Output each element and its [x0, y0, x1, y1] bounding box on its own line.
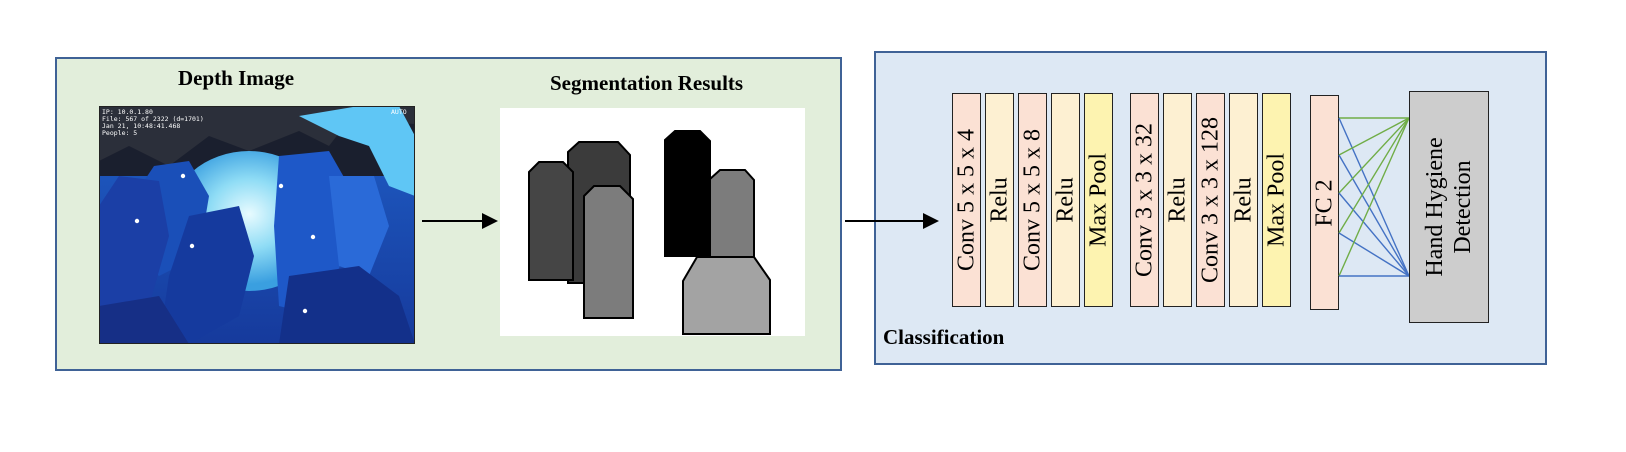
layer-conv: Conv 3 x 3 x 128: [1196, 93, 1225, 307]
layer-label: Conv 5 x 5 x 8: [1019, 128, 1045, 272]
layer-pool: Max Pool: [1084, 93, 1113, 307]
layer-label: Relu: [1164, 177, 1190, 223]
overlay-date: Jan 21, 10:48:41.468: [102, 122, 180, 130]
overlay-file: File: 567 of 2322 (d=1701): [102, 115, 204, 123]
overlay-ip: IP: 10.0.1.80: [102, 108, 153, 116]
layer-relu: Relu: [1051, 93, 1080, 307]
arrow-to-segmentation: [422, 213, 498, 229]
layer-label: Relu: [986, 177, 1012, 223]
overlay-people: People: 5: [102, 129, 137, 137]
fc-label: FC 2: [1311, 178, 1337, 227]
layer-label: Max Pool: [1085, 152, 1111, 248]
output-line-1: Hand Hygiene: [1422, 137, 1448, 277]
segment-shape: [709, 169, 755, 261]
layer-label: Relu: [1230, 177, 1256, 223]
layer-label: Conv 5 x 5 x 4: [953, 128, 979, 272]
layer-relu: Relu: [1163, 93, 1192, 307]
fc-connections: [1338, 117, 1410, 277]
layer-label: Relu: [1052, 177, 1078, 223]
layer-pool: Max Pool: [1262, 93, 1291, 307]
depth-image: IP: 10.0.1.80 File: 567 of 2322 (d=1701)…: [99, 106, 415, 344]
layer-label: Conv 3 x 3 x 32: [1131, 122, 1157, 278]
fc-layer: FC 2: [1310, 95, 1339, 310]
layer-conv: Conv 3 x 3 x 32: [1130, 93, 1159, 307]
segment-shape: [682, 256, 771, 335]
arrow-to-classification: [845, 213, 939, 229]
layer-label: Max Pool: [1263, 152, 1289, 248]
segment-shape: [583, 185, 634, 319]
output-line-2: Detection: [1450, 160, 1476, 254]
overlay-auto: AUTO: [391, 108, 407, 116]
classification-title: Classification: [883, 325, 1005, 349]
segment-shape: [664, 130, 711, 257]
layer-conv: Conv 5 x 5 x 8: [1018, 93, 1047, 307]
segmentation-title: Segmentation Results: [550, 71, 744, 95]
layer-relu: Relu: [1229, 93, 1258, 307]
layer-conv: Conv 5 x 5 x 4: [952, 93, 981, 307]
layer-label: Conv 3 x 3 x 128: [1197, 116, 1223, 284]
depth-image-title: Depth Image: [178, 66, 295, 90]
layer-relu: Relu: [985, 93, 1014, 307]
segment-shape: [528, 161, 574, 281]
segmentation-image: [500, 108, 805, 336]
